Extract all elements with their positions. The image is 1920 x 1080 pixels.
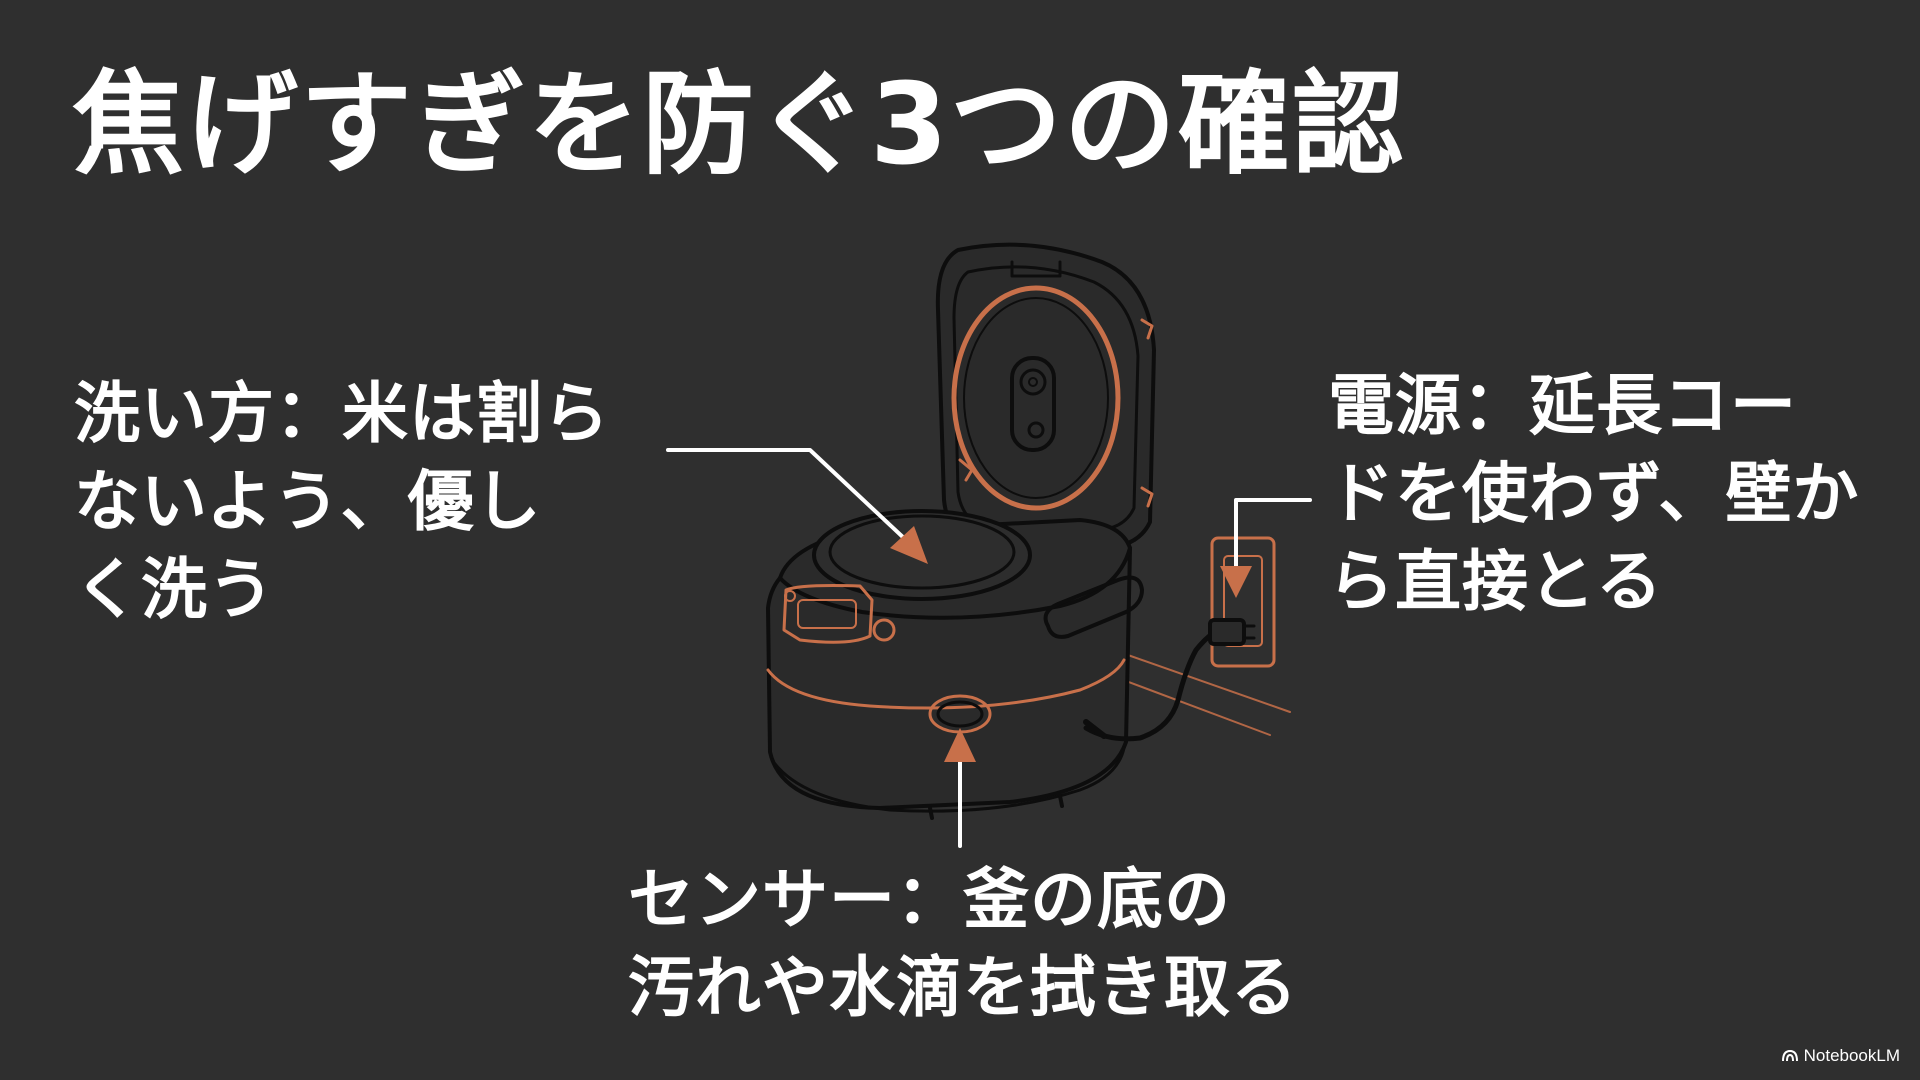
power-callout-line: ら直接とる bbox=[1328, 543, 1663, 620]
notebooklm-watermark: NotebookLM bbox=[1781, 1046, 1900, 1066]
sensor-callout-line: センサー：釜の底の bbox=[628, 861, 1231, 938]
power-callout-line: ドを使わず、壁か bbox=[1328, 455, 1860, 532]
power-callout: 電源：延長コー ドを使わず、壁か ら直接とる bbox=[1328, 362, 1859, 626]
washing-callout: 洗い方：米は割ら ないよう、優し く洗う bbox=[74, 370, 610, 634]
sensor-callout: センサー：釜の底の 汚れや水滴を拭き取る bbox=[628, 856, 1298, 1032]
washing-callout-line: く洗う bbox=[74, 551, 275, 628]
slide-title: 焦げすぎを防ぐ3つの確認 bbox=[72, 60, 1406, 190]
rice-cooker-lid bbox=[935, 242, 1156, 550]
wall-outlet-icon bbox=[1210, 536, 1276, 668]
notebooklm-logo-icon bbox=[1781, 1050, 1798, 1062]
rice-cooker-body bbox=[766, 509, 1144, 820]
watermark-text: NotebookLM bbox=[1803, 1046, 1900, 1065]
counter-lines bbox=[1117, 653, 1291, 736]
washing-callout-line: ないよう、優し bbox=[74, 463, 542, 540]
power-callout-arrow bbox=[1220, 498, 1312, 598]
power-callout-line: 電源：延長コー bbox=[1328, 367, 1797, 444]
washing-callout-arrow bbox=[666, 448, 928, 564]
sensor-callout-arrow bbox=[944, 728, 976, 848]
sensor-callout-line: 汚れや水滴を拭き取る bbox=[628, 949, 1298, 1026]
power-cord bbox=[1083, 618, 1256, 742]
washing-callout-line: 洗い方：米は割ら bbox=[74, 375, 610, 452]
